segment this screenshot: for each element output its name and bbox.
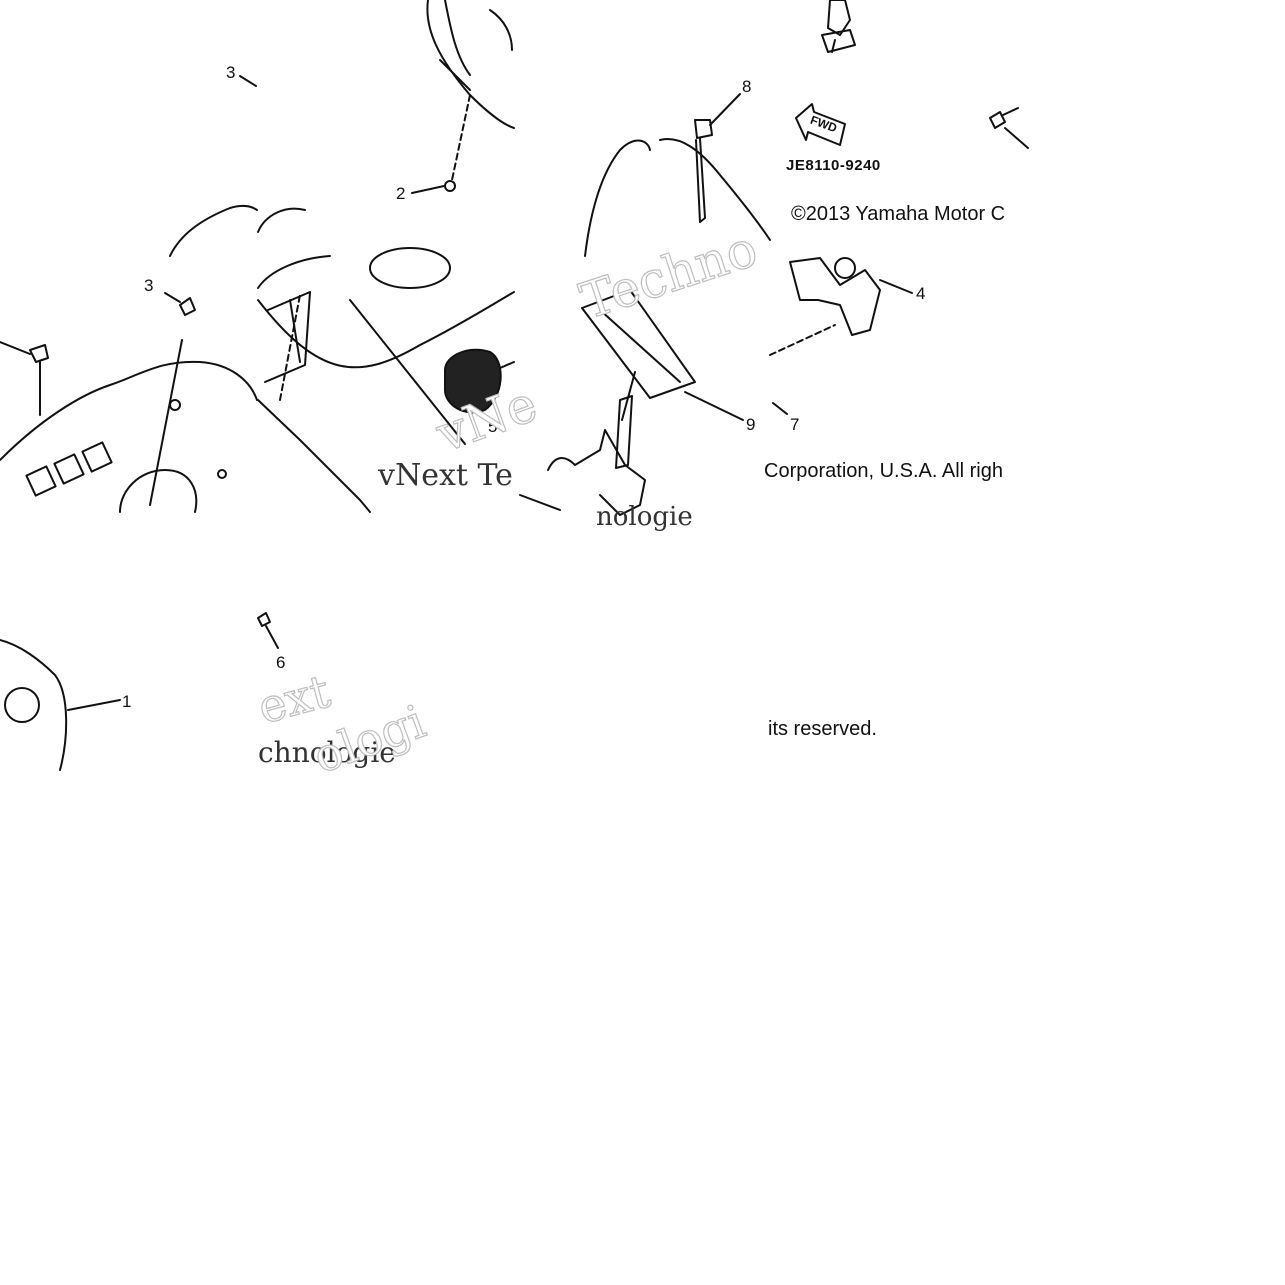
copyright-line-1: ©2013 Yamaha Motor C: [791, 203, 1006, 225]
plate-9-drawing: [519, 289, 744, 516]
copyright-line-3: its reserved.: [768, 718, 877, 740]
watermark-text-1: vNext Te: [378, 458, 513, 493]
meter-panel-drawing: [0, 292, 258, 513]
fuel-valve-icon: [821, 0, 856, 53]
copyright-line-2: Corporation, U.S.A. All righ: [764, 460, 1003, 482]
screw-2: [444, 180, 456, 192]
callout-5: 5: [488, 417, 498, 436]
leader-line-2: [451, 94, 471, 181]
fwd-arrow-icon: [795, 103, 846, 146]
leader-3-top: [239, 75, 257, 87]
callout-4: 4: [916, 284, 926, 303]
cover-1-drawing: [0, 639, 121, 771]
callout-3-top: 3: [226, 63, 236, 82]
housing-edge: [169, 204, 258, 257]
bolt-icon-top-right: [989, 107, 1029, 149]
callout-6: 6: [276, 653, 286, 672]
callout-7: 7: [790, 415, 800, 434]
watermark-text-6: chnologie: [258, 736, 396, 769]
leader-2: [411, 185, 445, 194]
bracket-4-drawing: [769, 257, 913, 415]
callout-1: 1: [122, 692, 132, 711]
callout-2: 2: [396, 184, 406, 203]
hose-drawing: [584, 93, 771, 257]
panel-drawing: [257, 247, 515, 513]
watermark-text-4: nologie: [596, 502, 693, 532]
callout-8: 8: [742, 77, 752, 96]
part-code: JE8110-9240: [786, 157, 881, 174]
bolt-6-icon: [257, 612, 279, 649]
callout-9: 9: [746, 415, 756, 434]
callout-3: 3: [144, 276, 154, 295]
lid-drawing: [257, 0, 515, 233]
